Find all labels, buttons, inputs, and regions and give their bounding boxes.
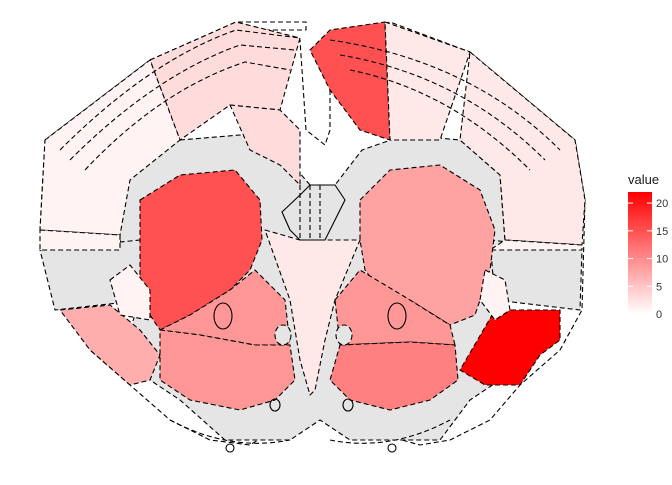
legend-tick-label: 20 [656,198,668,210]
right-ventricle-hole [387,302,407,330]
left-anterior-commissure [274,324,292,346]
cortical-contour-3 [84,61,291,171]
right-fornix-circle [342,398,354,412]
right-bottom-circle [387,443,397,453]
ventral-arc-2 [329,419,451,444]
cortical-contour-2 [69,44,296,161]
region-right-ventral [329,341,459,411]
region-left-striatum [139,169,263,331]
midline-white-space [281,184,346,241]
cortical-contour-5 [339,54,546,161]
legend-title: value [628,172,659,187]
left-bottom-circle [225,443,235,453]
legend-tick-label: 10 [656,254,668,266]
region-left-small-lateral [109,264,151,321]
region-lateral-right-lower-band [489,239,583,251]
cortical-contour-4 [329,39,561,151]
legend: value 0 5 10 15 20 [628,172,668,321]
left-ventricle-hole [213,302,233,330]
region-right-striatum [359,164,496,326]
legend-colorbar [628,192,652,314]
region-left-ventral [159,329,296,411]
region-dorsal-right-sector-pale [384,21,471,141]
region-midline-dorsal [229,104,301,186]
legend-tick-label: 5 [656,281,662,293]
region-right-small-lateral [479,269,511,321]
cortical-contour-6 [349,69,531,171]
region-right-ventrolateral [459,309,561,386]
region-left-ventrolateral [59,304,161,386]
left-fornix-circle [269,398,281,412]
legend-tick-label: 0 [656,309,662,321]
legend-tick-label: 15 [656,226,668,238]
right-anterior-commissure [335,324,353,346]
region-lateral-left-lower-band [39,229,121,251]
cortical-contour-1 [59,29,301,151]
legend-ticks: 0 5 10 15 20 [628,198,668,321]
